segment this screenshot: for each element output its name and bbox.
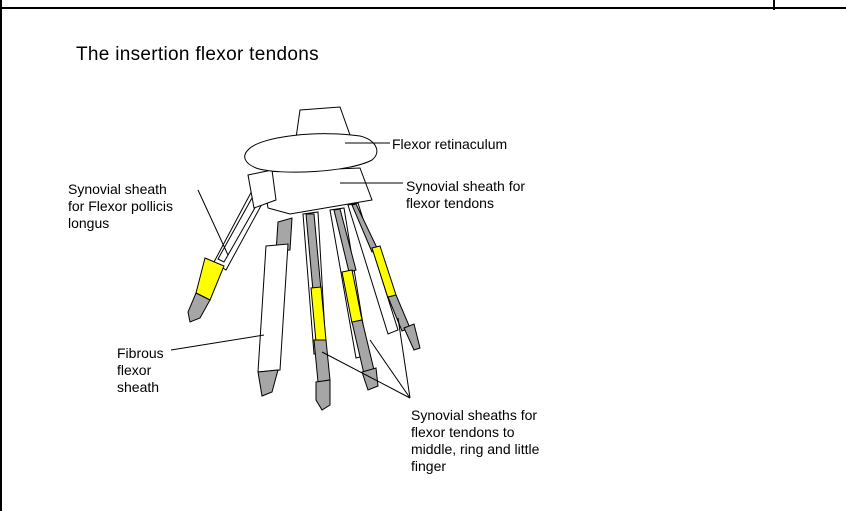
fibrous-flexor-sheath [258,244,288,372]
label-synovial-sheaths-fingers: Synovial sheaths for flexor tendons to m… [411,407,539,475]
flexor-retinaculum [245,134,377,172]
label-flexor-retinaculum: Flexor retinaculum [392,136,507,153]
label-fibrous-flexor-sheath: Fibrous flexor sheath [117,345,164,396]
index-tip [258,370,278,396]
ring-tip [362,368,378,390]
label-synovial-sheath-flexor-tendons: Synovial sheath for flexor tendons [406,178,525,212]
leader-pollicis [198,190,228,255]
thumb-yellow-sheath [196,258,224,300]
leader-fibrous-sheath [171,335,264,350]
middle-digit [303,212,330,410]
little-tip [404,324,420,350]
middle-tip [316,380,330,410]
label-synovial-sheath-pollicis: Synovial sheath for Flexor pollicis long… [68,181,173,232]
index-digit [258,218,292,396]
